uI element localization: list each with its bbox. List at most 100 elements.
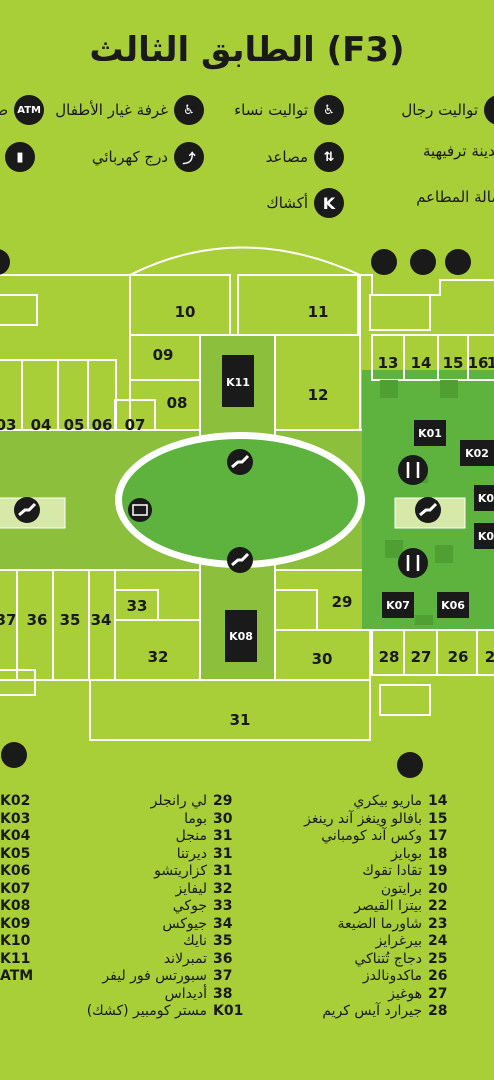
legend-atm: ATM ص: [0, 95, 45, 125]
legend-baby-change: ♿ غرفة غيار الأطفال: [55, 95, 204, 125]
store-number: 22: [428, 898, 448, 914]
extinguisher-icon: [445, 249, 471, 275]
kiosk-k07-label: K07: [386, 599, 410, 612]
store-unit-34: 34: [91, 611, 112, 629]
food-court-icon: [398, 548, 428, 578]
store-unit-09: 09: [153, 346, 174, 364]
kiosk-code: K02: [0, 793, 31, 809]
legend-amusement: مدينة ترفيهية: [422, 142, 494, 160]
kiosk-k02-label: K02: [465, 447, 489, 460]
store-number: 35: [213, 933, 233, 949]
food-court-icon: [398, 455, 428, 485]
atm-icon: [0, 249, 10, 275]
legend-escalator: ⤴ درج كهربائي: [92, 142, 204, 172]
store-name: جيرارد آيس كريم: [322, 1003, 422, 1019]
store-unit-03: 03: [0, 416, 16, 434]
store-unit-06: 06: [92, 416, 113, 434]
kiosk-k08: [225, 610, 257, 662]
store-unit-04: 04: [31, 416, 52, 434]
store-number: K01: [213, 1003, 244, 1019]
legend-food-court: صالة المطاعم: [416, 188, 494, 206]
kiosk-code: K09: [0, 915, 31, 932]
elevator-icon: [128, 498, 152, 522]
store-number: 18: [428, 845, 448, 862]
store-list-item: 34 جيوكس: [87, 916, 239, 934]
kiosk-code: K05: [0, 845, 31, 862]
store-name: جيوكس: [162, 915, 207, 932]
extinguisher-icon: ▮: [4, 142, 35, 172]
store-name: نايك: [183, 933, 207, 949]
page-title: الطابق الثالث (F3): [89, 30, 405, 70]
kiosk-k03-label: K0: [478, 492, 494, 505]
legend-men-toilet: ♿ تواليت رجال: [401, 95, 494, 125]
store-unit-14: 14: [411, 354, 432, 372]
store-list-item: 35 نايك: [87, 933, 239, 951]
store-number: 14: [428, 793, 448, 809]
kiosk-code: K10: [0, 933, 31, 949]
escalator-icon: ⤴: [174, 142, 204, 172]
kiosk-k06: [437, 592, 469, 618]
store-list-item: 18 بوبايز: [304, 846, 454, 864]
store-number: 31: [213, 828, 233, 844]
store-number: 36: [213, 950, 233, 967]
women-toilet-icon: ♿: [314, 95, 344, 125]
store-name: تقادا تقوك: [362, 863, 422, 879]
store-name: برايتون: [380, 880, 422, 897]
store-unit-31: 31: [230, 711, 251, 729]
store-number: 37: [213, 968, 233, 984]
store-name: سبورتس فور ليفر: [102, 968, 207, 984]
store-name: مستر كومبير (كشك): [86, 1003, 207, 1019]
store-unit-05: 05: [64, 416, 85, 434]
store-unit-13: 13: [378, 354, 399, 372]
store-name: منجل: [175, 828, 207, 844]
legend-elevator: ⇅ مصاعد: [266, 142, 344, 172]
store-name: دجاج تُتناكي: [354, 950, 422, 967]
store-number: 27: [428, 985, 448, 1002]
store-number: 20: [428, 880, 448, 897]
store-unit-17: 1: [487, 354, 494, 372]
store-number: 30: [213, 810, 233, 827]
store-unit-30: 30: [312, 650, 333, 668]
elevator-icon: ⇅: [314, 142, 344, 172]
store-name: جوكي: [172, 898, 207, 914]
store-unit-36: 36: [27, 611, 48, 629]
store-name: ماكدونالدز: [362, 968, 422, 984]
kiosk-code: K11: [0, 950, 31, 967]
kiosk-code: K04: [0, 828, 31, 844]
store-number: 24: [428, 933, 448, 949]
store-name: بوبايز: [391, 845, 422, 862]
store-unit-29: 29: [332, 593, 353, 611]
store-number: 25: [428, 950, 448, 967]
store-number: 33: [213, 898, 233, 914]
store-name: تمبرلاند: [163, 950, 207, 967]
kiosk-k04-label: K0: [478, 530, 494, 543]
kiosk-k11: [222, 355, 254, 407]
kiosk-code: K08: [0, 898, 31, 914]
store-unit-33: 33: [127, 597, 148, 615]
store-list-item: 24 بيرغرايز: [304, 933, 454, 951]
women-toilet-icon: [397, 752, 423, 778]
store-unit-28: 28: [379, 648, 400, 666]
store-unit-07: 07: [125, 416, 146, 434]
kiosk-code: ATM: [0, 968, 34, 984]
store-list-item: 28 جيرارد آيس كريم: [304, 1003, 454, 1021]
kiosk-k08-label: K08: [229, 630, 253, 643]
floor-map: 10 11 09 08 07 06 05 04 03 12 13 14 15 1…: [0, 246, 494, 778]
store-list-item: 37 سبورتس فور ليفر: [87, 968, 239, 986]
store-number: 34: [213, 915, 233, 932]
store-unit-16: 16: [468, 354, 489, 372]
store-name: بيرغرايز: [375, 933, 422, 949]
kiosk-k01: [414, 420, 446, 446]
store-number: 28: [428, 1003, 448, 1019]
store-unit-11: 11: [308, 303, 329, 321]
